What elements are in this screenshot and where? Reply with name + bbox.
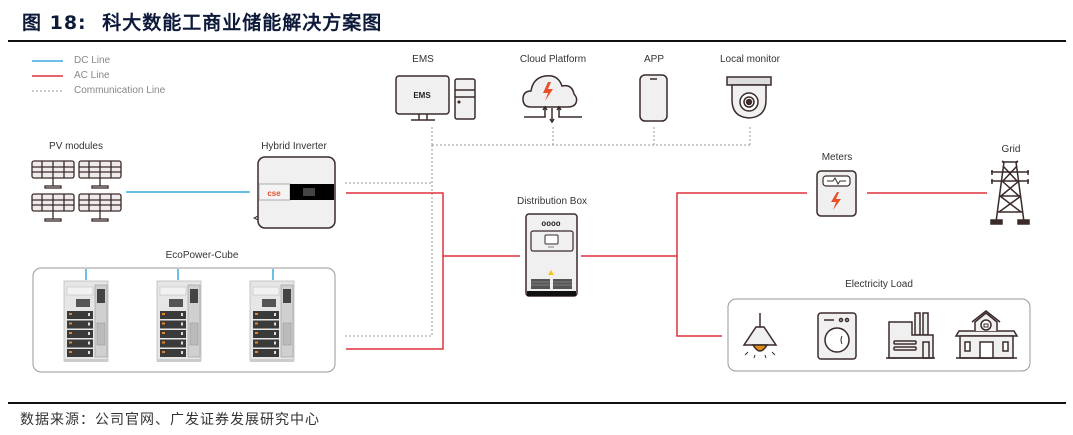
distribution-box-icon	[525, 213, 578, 297]
figure-number: 图 18:	[22, 12, 87, 34]
ecopower-cube-cabinets	[63, 280, 295, 362]
hybrid-inverter-label: Hybrid Inverter	[261, 141, 327, 152]
figure-title-text: 科大数能工商业储能解决方案图	[102, 12, 383, 34]
school-icon	[954, 310, 1019, 359]
app-label: APP	[643, 54, 665, 65]
meters-label: Meters	[821, 152, 853, 163]
dc-lines	[85, 191, 274, 280]
grid-tower-icon	[990, 160, 1030, 225]
washing-machine-icon	[817, 312, 857, 360]
meters-icon	[816, 170, 857, 217]
app-phone-icon	[639, 74, 668, 122]
legend-dc-label: DC Line	[74, 55, 111, 66]
distribution-box-label: Distribution Box	[516, 196, 588, 207]
source-note: 数据来源：公司官网、广发证券发展研究中心	[20, 412, 320, 428]
electricity-load-label: Electricity Load	[845, 279, 913, 290]
ems-label: EMS	[412, 54, 434, 65]
pv-modules-label: PV modules	[49, 141, 103, 152]
electricity-load-container	[727, 298, 1031, 372]
cloud-platform-label: Cloud Platform	[519, 54, 587, 65]
inverter-brand: cse	[267, 189, 281, 198]
battery-cabinet-icon	[63, 280, 109, 362]
title-rule	[8, 40, 1066, 42]
ecopower-cube-label: EcoPower-Cube	[165, 250, 239, 261]
ecopower-cube-container	[32, 267, 336, 373]
source-rule	[8, 402, 1066, 404]
distribution-box-indicators: oooo	[541, 220, 560, 229]
battery-cabinet-icon	[156, 280, 202, 362]
battery-cabinet-icon	[249, 280, 295, 362]
hybrid-inverter-icon	[252, 156, 336, 229]
communication-lines	[345, 127, 751, 337]
factory-icon	[886, 312, 935, 359]
ems-icon	[395, 75, 476, 121]
pv-modules-icon	[31, 160, 122, 222]
ems-screen-text: EMS	[413, 91, 431, 100]
legend-ac-label: AC Line	[74, 70, 110, 81]
grid-label: Grid	[1001, 144, 1021, 155]
cloud-platform-icon	[522, 74, 582, 124]
legend-comm-label: Communication Line	[74, 85, 166, 96]
local-monitor-camera-icon	[726, 76, 772, 119]
ac-lines	[346, 192, 987, 350]
lamp-icon	[742, 313, 778, 359]
local-monitor-label: Local monitor	[719, 54, 781, 65]
figure-title: 图 18: 科大数能工商业储能解决方案图	[22, 8, 382, 35]
